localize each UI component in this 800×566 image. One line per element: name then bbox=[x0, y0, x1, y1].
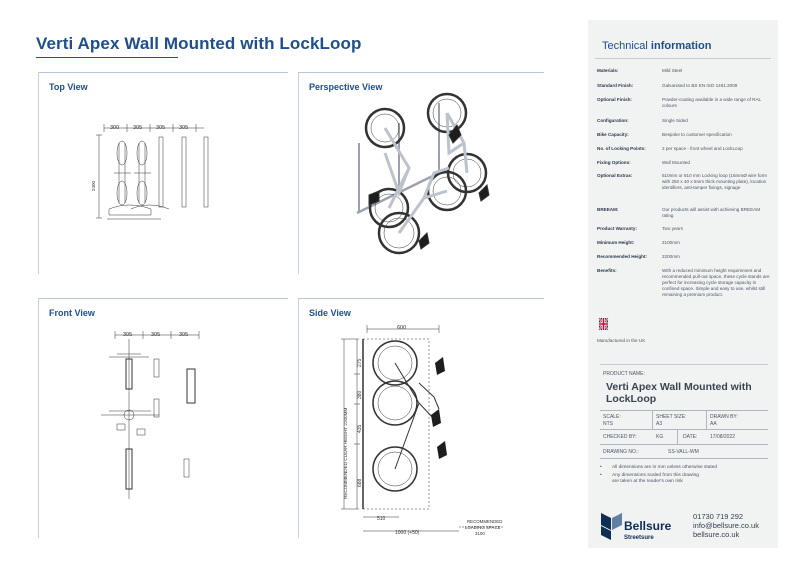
side-bottom-dim: 510 bbox=[377, 516, 386, 522]
top-view-title: Top View bbox=[49, 82, 88, 92]
bullet-icon: • bbox=[600, 473, 602, 478]
perspective-view-panel: Perspective View bbox=[298, 72, 544, 274]
contact-block: 01730 719 292 info@bellsure.co.uk bellsu… bbox=[693, 512, 759, 539]
product-name: Verti Apex Wall Mounted with LockLoop bbox=[606, 381, 752, 405]
brand-name: Bellsure bbox=[624, 519, 672, 533]
title-underline bbox=[36, 57, 178, 58]
top-dim-1: 300 bbox=[110, 125, 119, 131]
date-value: 17/08/2022 bbox=[710, 434, 736, 440]
front-view-panel: Front View 305 305 305 bbox=[38, 298, 288, 538]
contact-web[interactable]: bellsure.co.uk bbox=[693, 530, 740, 539]
sheet-size-label: SHEET SIZE: bbox=[656, 414, 687, 420]
side-height-label: RECOMMENDED CLEAR HEIGHT 2200MM bbox=[343, 408, 348, 499]
scale-value: NTS bbox=[603, 421, 613, 427]
spec-value: Our products will assist with achieving … bbox=[662, 207, 761, 218]
side-loading-label-1: RECOMMENDED bbox=[467, 519, 502, 524]
technical-divider bbox=[595, 58, 771, 59]
spec-value: Single Sided bbox=[662, 118, 688, 123]
spec-value: Bespoke to customer specification bbox=[662, 132, 732, 137]
spec-label: BREEAM: bbox=[597, 207, 619, 212]
side-dim-2: 380 bbox=[357, 390, 363, 399]
title-block-row-1: SCALE: NTS SHEET SIZE: A3 DRAWN BY: AA bbox=[600, 410, 768, 430]
spec-label: Fixing Options: bbox=[597, 160, 631, 165]
technical-heading-normal: Technical bbox=[602, 40, 651, 52]
front-dim-3: 305 bbox=[179, 332, 188, 338]
spec-label: Configuration: bbox=[597, 118, 629, 123]
checked-by-value: KG bbox=[656, 434, 664, 440]
spec-value: Wall Mounted bbox=[662, 160, 690, 165]
side-top-dim: 600 bbox=[397, 325, 406, 331]
front-view-drawing: 305 305 305 bbox=[101, 331, 200, 499]
spec-label: Benefits: bbox=[597, 268, 617, 273]
scale-label: SCALE: bbox=[603, 414, 621, 420]
contact-email[interactable]: info@bellsure.co.uk bbox=[693, 521, 759, 530]
top-dim-3: 305 bbox=[156, 125, 165, 131]
spec-label: Standard Finish: bbox=[597, 83, 634, 88]
spec-label: Bike Capacity: bbox=[597, 132, 629, 137]
note-text: Any dimensions scaled from this drawing … bbox=[612, 473, 699, 484]
technical-heading: Technical information bbox=[602, 40, 711, 52]
bellsure-logo: Bellsure Streetsure bbox=[601, 513, 672, 541]
spec-label: Optional Finish: bbox=[597, 97, 632, 102]
title-block-separator bbox=[706, 411, 707, 430]
perspective-drawing bbox=[356, 92, 490, 255]
side-loading-value: 3100 bbox=[475, 531, 485, 536]
title-block-separator bbox=[677, 430, 678, 445]
spec-value: 510mm or 810 mm Locking loop (16mmØ wire… bbox=[662, 173, 767, 190]
drawn-by-label: DRAWN BY: bbox=[710, 414, 738, 420]
sheet-size-value: A3 bbox=[656, 421, 663, 427]
spec-label: Optional Extras: bbox=[597, 173, 633, 178]
front-dim-1: 305 bbox=[123, 332, 132, 338]
drawing-no-value: SS-VALL-WM bbox=[668, 449, 699, 455]
side-dim-4: 688 bbox=[357, 478, 363, 487]
spec-value: Galvanised to BS EN ISO 1461:2009 bbox=[662, 83, 738, 88]
front-dim-2: 305 bbox=[151, 332, 160, 338]
side-view-drawing: 600 RECOMMENDED CLEAR HEIGHT 2200MM 275 … bbox=[341, 325, 504, 536]
spec-label: Product Warranty: bbox=[597, 226, 637, 231]
spec-value: Two years bbox=[662, 226, 683, 231]
side-dim-1: 275 bbox=[357, 358, 363, 367]
title-block-divider bbox=[600, 364, 768, 365]
title-block-row-3: DRAWING NO.: SS-VALL-WM bbox=[600, 444, 768, 459]
spec-value: 2 per space - front wheel and LockLoop bbox=[662, 146, 743, 151]
side-view-title: Side View bbox=[309, 308, 351, 318]
manufactured-text: Manufactured in the UK bbox=[597, 338, 646, 343]
drawing-no-label: DRAWING NO.: bbox=[603, 449, 639, 455]
sidebar bbox=[588, 20, 778, 548]
side-total-dim: 1000 (+50) bbox=[395, 530, 420, 536]
note-text: All dimensions are in mm unless otherwis… bbox=[612, 465, 718, 470]
bullet-icon: • bbox=[600, 465, 602, 470]
spec-value: With a reduced minimum height requiremen… bbox=[662, 268, 770, 297]
drawn-by-value: AA bbox=[710, 421, 717, 427]
spec-label: Minimum Height: bbox=[597, 240, 635, 245]
top-view-panel: Top View 300 305 305 305 bbox=[38, 72, 288, 274]
perspective-view-title: Perspective View bbox=[309, 82, 383, 92]
date-label: DATE: bbox=[683, 434, 698, 440]
top-dim-4: 305 bbox=[179, 125, 188, 131]
top-dim-2: 305 bbox=[133, 125, 142, 131]
side-view-panel: Side View bbox=[298, 298, 544, 538]
side-dim-3: 435 bbox=[357, 424, 363, 433]
top-dim-vertical: 2400 bbox=[91, 180, 96, 191]
spec-label: Materials: bbox=[597, 68, 619, 73]
spec-value: Powder-coating available in a wide range… bbox=[662, 97, 761, 108]
page-title: Verti Apex Wall Mounted with LockLoop bbox=[36, 34, 362, 53]
top-view-drawing: 300 305 305 305 2400 bbox=[91, 124, 209, 220]
brand-sub: Streetsure bbox=[624, 535, 654, 541]
checked-by-label: CHECKED BY: bbox=[603, 434, 637, 440]
spec-label: No. of Locking Points: bbox=[597, 146, 646, 151]
technical-heading-bold: information bbox=[650, 40, 712, 52]
spec-label: Recommended Height: bbox=[597, 254, 648, 259]
spec-value: Mild Steel bbox=[662, 68, 683, 73]
front-view-title: Front View bbox=[49, 308, 95, 318]
manufactured-uk-icon bbox=[598, 317, 609, 331]
title-block-row-2: CHECKED BY: KG DATE: 17/08/2022 bbox=[600, 429, 768, 445]
contact-phone: 01730 719 292 bbox=[693, 512, 744, 521]
product-name-label: PRODUCT NAME: bbox=[603, 371, 645, 377]
side-loading-label-2: LOADING SPACE bbox=[465, 525, 501, 530]
spec-value: 2100mm bbox=[662, 240, 680, 245]
spec-value: 2200mm bbox=[662, 254, 680, 259]
title-block-separator bbox=[652, 411, 653, 430]
